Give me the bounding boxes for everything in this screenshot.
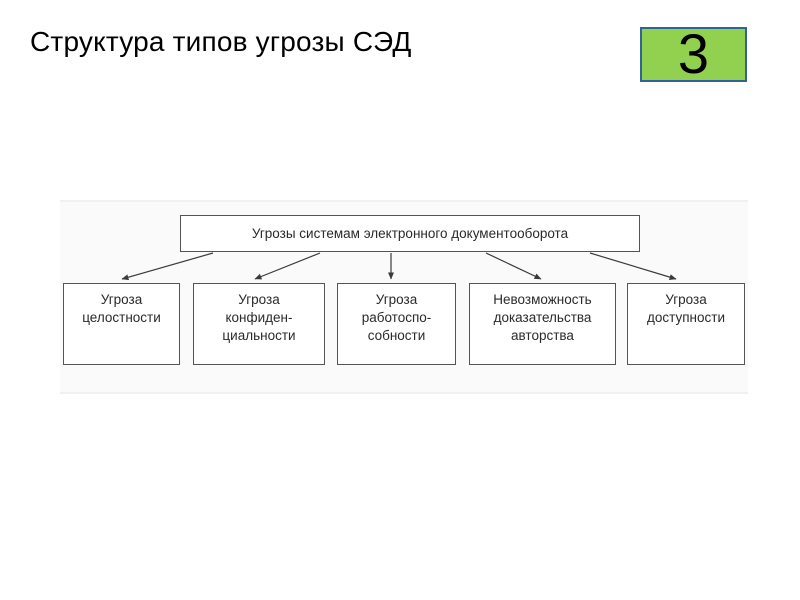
arrow-to-confidentiality [254,252,321,280]
arrow-to-authorship [485,252,542,280]
threat-box-authorship: Невозможность доказательства авторства [469,283,616,365]
arrow-to-availability [589,252,677,280]
threat-box-confidentiality: Угроза конфиден- циальности [193,283,325,365]
slide-title: Структура типов угрозы СЭД [30,26,412,57]
root-threat-label: Угрозы системам электронного документооб… [251,226,569,241]
arrow-to-integrity [121,252,214,281]
root-threat-box: Угрозы системам электронного документооб… [180,215,640,252]
page-number: 3 [677,21,710,85]
page-number-badge: 3 [640,21,747,85]
threat-box-availability: Угроза доступности [627,283,745,365]
threat-types-diagram: Угрозы системам электронного документооб… [60,200,748,394]
threat-box-integrity: Угроза целостности [63,283,180,365]
threat-box-operability: Угроза работоспо- собности [337,283,456,365]
